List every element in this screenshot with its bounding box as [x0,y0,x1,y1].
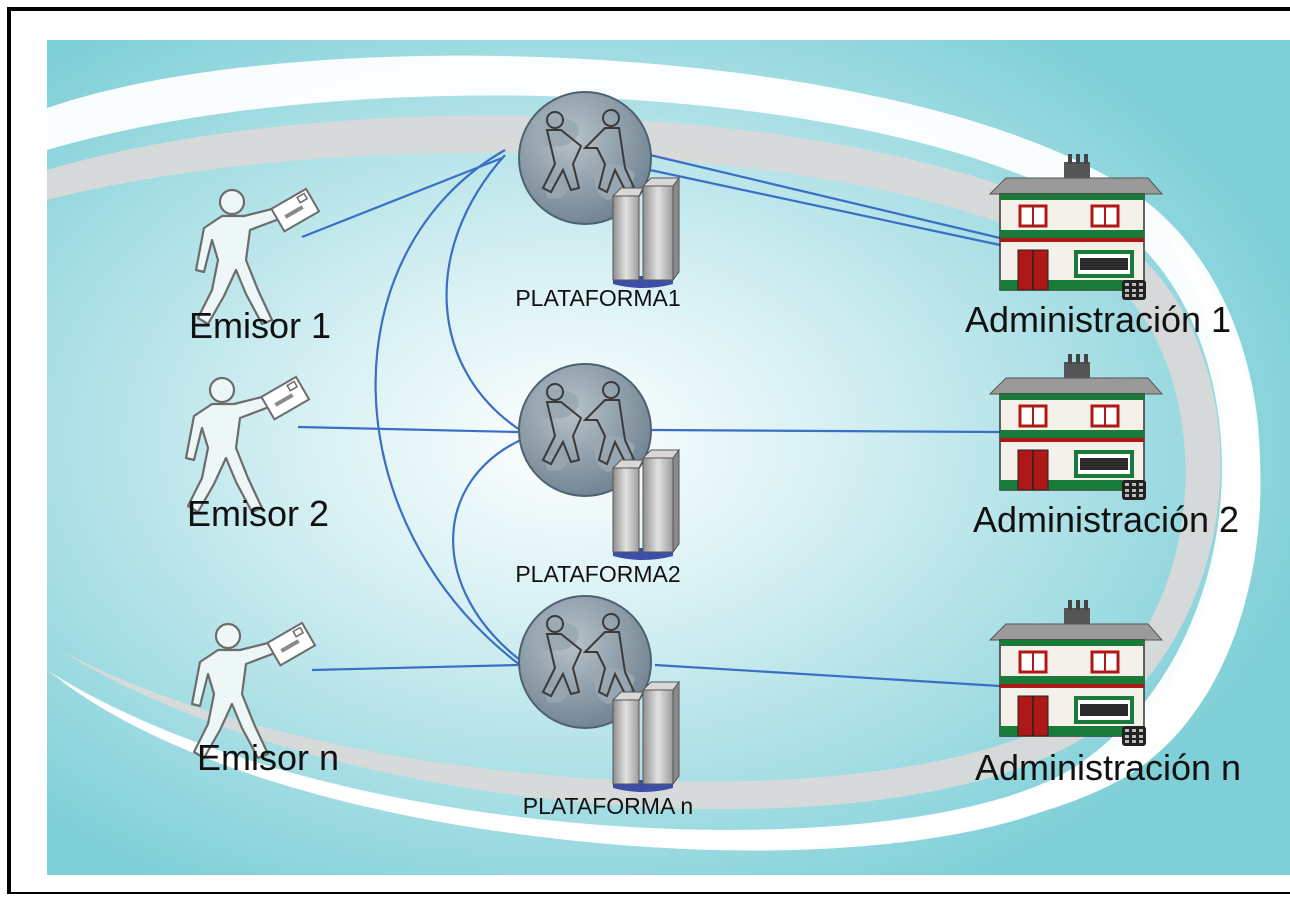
administracion-2-label: Administración 2 [973,499,1239,540]
plataforma-1-label: PLATAFORMA1 [515,285,680,311]
emisor-2-label: Emisor 2 [187,493,329,534]
link-emisor1-plataforma1 [301,156,503,239]
emisor-2: Emisor 2 [184,375,329,534]
link-plataforman-adminn [654,663,1001,688]
administracion-n: Administración n [975,598,1241,788]
plataforma-2: PLATAFORMA2 [515,363,681,587]
plataforma-1: PLATAFORMA1 [515,91,681,311]
administracion-1-label: Administración 1 [965,299,1231,340]
link-plataforma1-plataforman [374,149,521,666]
link-emisor2-plataforma2 [297,425,519,434]
link-plataforma2-plataforman [452,436,526,661]
link-lines [297,149,1001,688]
plataforma-n-label: PLATAFORMA n [523,793,693,819]
link-plataforma1-admin1-b [649,168,1001,247]
link-plataforma1-plataforma2 [445,154,521,431]
emisor-1-label: Emisor 1 [189,305,331,346]
link-plataforma1-admin1-a [649,153,1001,240]
administracion-1: Administración 1 [965,152,1231,340]
plataforma-2-label: PLATAFORMA2 [515,561,680,587]
emisor-n-label: Emisor n [197,737,339,778]
emisor-n: Emisor n [190,621,339,778]
link-plataforma2-admin2 [651,428,1001,434]
emisor-1: Emisor 1 [189,187,331,346]
link-emisorn-plataforman [311,663,519,672]
administracion-n-label: Administración n [975,747,1241,788]
plataforma-n: PLATAFORMA n [518,595,693,819]
administracion-2: Administración 2 [973,352,1239,540]
